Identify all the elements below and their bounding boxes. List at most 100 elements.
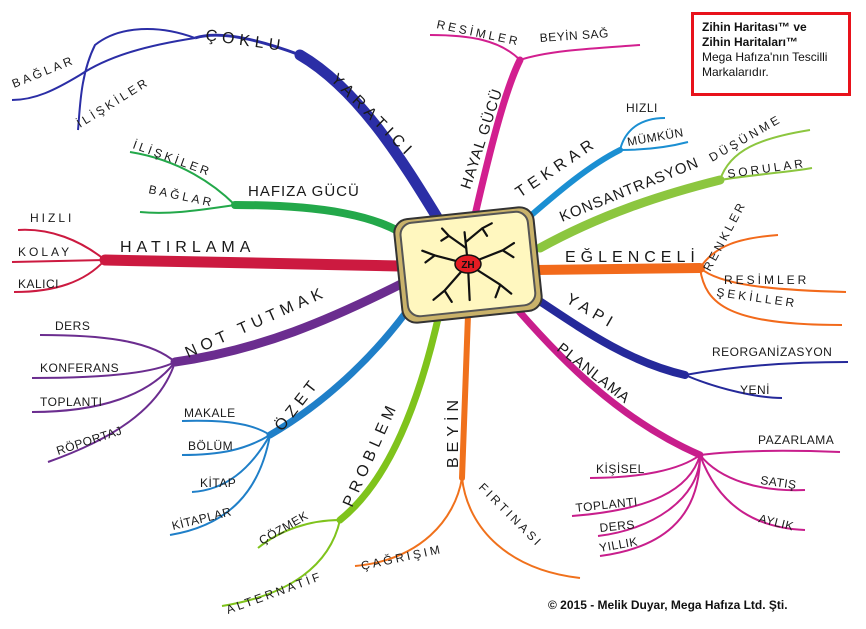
sub-branch-line [129, 151, 236, 206]
sub-branch-line [699, 267, 843, 326]
sub-branch-line [619, 117, 666, 151]
branch-line [517, 147, 623, 228]
sub-branch-label: KALICI [18, 277, 59, 291]
sub-branch-line [13, 259, 106, 293]
sub-branch-line [719, 129, 811, 181]
trademark-notice: Zihin Haritası™ ve Zihin Haritaları™ Meg… [691, 12, 851, 96]
sub-branch-line [719, 167, 813, 181]
sub-branch-line [699, 267, 847, 293]
sub-branch-line [597, 454, 701, 537]
branch-label: HATIRLAMA [120, 239, 255, 256]
sub-branch-line [181, 419, 271, 436]
sub-branch-line [31, 361, 176, 413]
sub-branch-label: ÇÖZMEK [257, 508, 311, 547]
sub-branch-label: TOPLANTI [575, 495, 639, 515]
sub-branch-line [699, 454, 806, 492]
branch-label: YARATICI [327, 71, 418, 162]
sub-branch-line [31, 361, 176, 379]
branch-label: HAFIZA GÜCÜ [248, 182, 360, 200]
sub-branch-line [619, 141, 689, 151]
branch-line [459, 312, 471, 481]
sub-branch-line [139, 204, 236, 214]
sub-branch-line [257, 519, 341, 549]
sub-branch-line [39, 334, 176, 363]
sub-branch-line [699, 449, 841, 456]
sub-branch-line [684, 374, 783, 399]
central-image: ZH [393, 206, 543, 324]
sub-branch-line [599, 454, 701, 557]
copyright: © 2015 - Melik Duyar, Mega Hafıza Ltd. Ş… [548, 598, 788, 612]
branch-label: YAPI [563, 291, 619, 333]
sub-branch-label: RESİMLER [724, 273, 809, 287]
sub-branch-label: YENİ [740, 383, 770, 397]
sub-branch-line [11, 259, 106, 263]
sub-branch-label: DERS [55, 319, 90, 333]
branch-line [266, 296, 419, 439]
branch-line [294, 49, 446, 228]
sub-branch-label: BAĞLAR [10, 52, 77, 91]
branch-beyin: BEYİN ÇAĞRIŞIM FIRTINASI [354, 312, 581, 579]
sub-branch-line [684, 361, 849, 376]
sub-branch-line [17, 228, 106, 261]
sub-branch-label: TOPLANTI [40, 395, 102, 409]
sub-branch-label: AYLIK [757, 511, 795, 533]
sub-branch-label: RÖPORTAJ [55, 423, 124, 457]
sub-branch-label: REORGANİZASYON [712, 345, 832, 359]
sub-branch-line [11, 37, 196, 101]
sub-branch-label: SORULAR [726, 156, 806, 181]
sub-branch-label: KİTAPLAR [170, 505, 233, 533]
sub-branch-label: KİŞİSEL [596, 462, 645, 476]
sub-branch-label: KİTAP [200, 476, 236, 490]
sub-branch-line [77, 27, 196, 131]
branch-line [471, 56, 524, 219]
branch-line [336, 306, 444, 524]
sub-branch-label: İLİŞKİLER [74, 75, 152, 131]
sub-branch-line [429, 34, 521, 61]
sub-branch-label: PAZARLAMA [758, 433, 834, 447]
branch-label: EĞLENCELİ [565, 247, 700, 266]
sub-branch-label: RESİMLER [435, 17, 521, 48]
notice-line-3: Mega Hafıza'nın Tescilli [702, 50, 828, 64]
sub-branch-label: FIRTINASI [476, 480, 546, 550]
notice-line-2: Zihin Haritaları™ [702, 35, 799, 49]
sub-branch-line [221, 519, 341, 607]
sub-branch-line [354, 477, 463, 567]
sub-branch-label: BÖLÜM [188, 439, 233, 453]
sub-branch-label: HIZLI [30, 211, 74, 225]
notice-line-4: Markalarıdır. [702, 65, 769, 79]
sub-branch-line [169, 434, 271, 536]
branch-line [531, 263, 705, 275]
sub-branch-label: ÇAĞRIŞIM [360, 541, 445, 573]
sub-branch-line [699, 454, 806, 531]
sub-branch-label: ÇOKLU [204, 27, 286, 55]
sub-branch-line [191, 434, 271, 493]
sub-branch-label: BAĞLAR [147, 181, 215, 210]
branch-line [99, 254, 406, 272]
branch-line [170, 277, 410, 367]
branch-line [535, 175, 725, 253]
branch-hafiza-gucu: HAFIZA GÜCÜ İLİŞKİLER BAĞLAR [129, 138, 416, 244]
sub-branch-label: SATIŞ [760, 473, 798, 492]
sub-branch-line [571, 454, 701, 517]
sub-branch-line [699, 234, 779, 269]
sub-branch-line [589, 454, 701, 479]
branch-line [231, 201, 416, 244]
sub-branch-line [461, 477, 581, 579]
branch-planlama: PLANLAMA PAZARLAMA KİŞİSEL SATIŞ TOPLANT… [501, 291, 841, 557]
sub-branch-label: RENKLER [700, 198, 749, 273]
branch-line [501, 291, 704, 459]
branch-hatirlama: HATIRLAMA HIZLI KOLAY KALICI [11, 211, 406, 293]
branch-label: BEYİN [443, 395, 462, 468]
sub-branch-line [194, 33, 301, 57]
branch-yaratici: YARATICI ÇOKLU İLİŞKİLER BAĞLAR [10, 27, 446, 228]
sub-branch-line [181, 434, 271, 456]
center-badge [454, 254, 482, 274]
center-label: ZH [461, 260, 474, 271]
sub-branch-label: ALTERNATİF [224, 569, 324, 617]
sub-branch-label: MAKALE [184, 406, 236, 420]
branch-problem: PROBLEM ÇÖZMEK ALTERNATİF [221, 306, 444, 617]
notice-line-1: Zihin Haritası™ ve [702, 20, 807, 34]
sub-branch-line [519, 44, 641, 61]
sub-branch-label: İLİŞKİLER [131, 138, 214, 180]
